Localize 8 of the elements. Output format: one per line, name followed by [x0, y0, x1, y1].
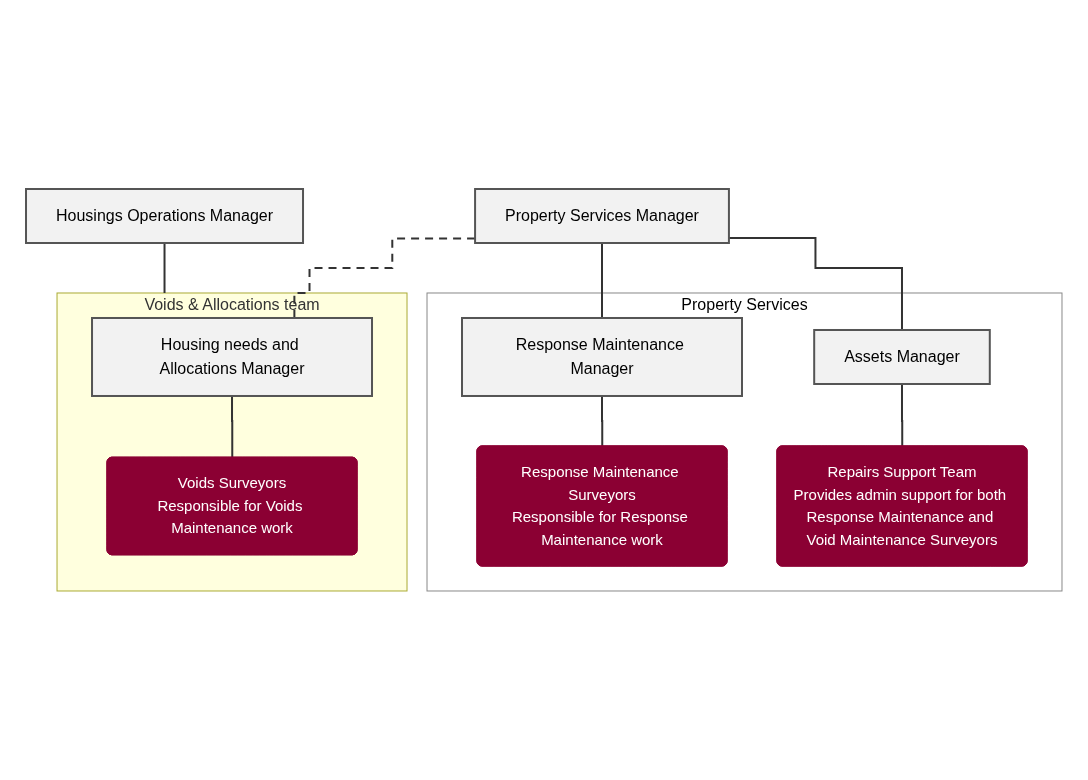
node-box: Response Maintenance Manager — [461, 317, 743, 397]
node-box: Assets Manager — [813, 329, 991, 385]
connector — [601, 242, 603, 319]
node-box: Property Services Manager — [474, 188, 730, 244]
node-box: Housing needs and Allocations Manager — [91, 317, 373, 397]
node-box: Housings Operations Manager — [25, 188, 304, 244]
connector — [231, 395, 234, 459]
connector — [163, 242, 166, 294]
